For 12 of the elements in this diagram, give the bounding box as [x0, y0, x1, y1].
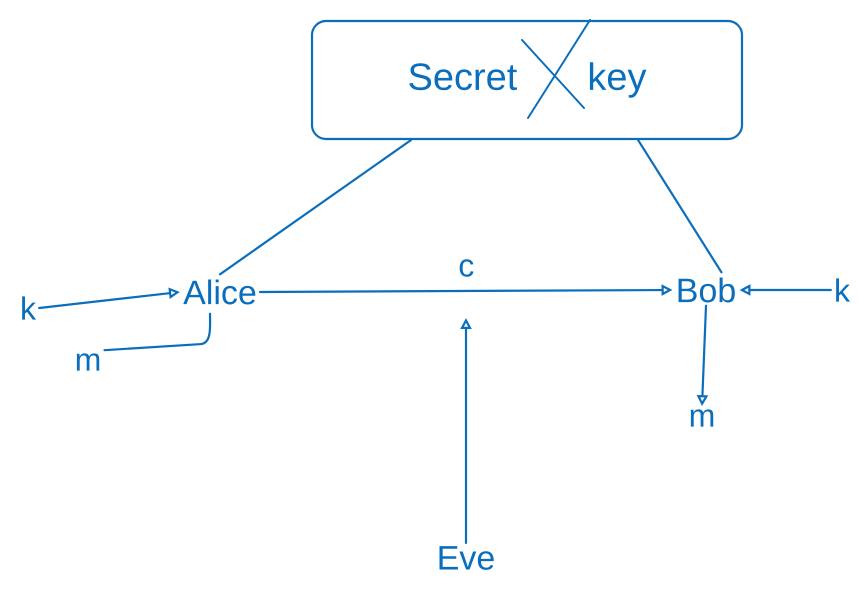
person-name: Alice — [183, 280, 256, 304]
variable-label: m — [76, 353, 100, 371]
variable-label: k — [22, 296, 36, 320]
line — [218, 139, 412, 276]
line — [103, 312, 212, 352]
person-name: Eve — [440, 546, 494, 570]
line — [637, 139, 723, 274]
variable-label: m — [690, 409, 714, 427]
key-box: Secret key — [310, 20, 744, 140]
edge-label: c — [460, 259, 474, 277]
person-name: Bob — [678, 278, 735, 302]
variable-label: k — [836, 278, 850, 302]
